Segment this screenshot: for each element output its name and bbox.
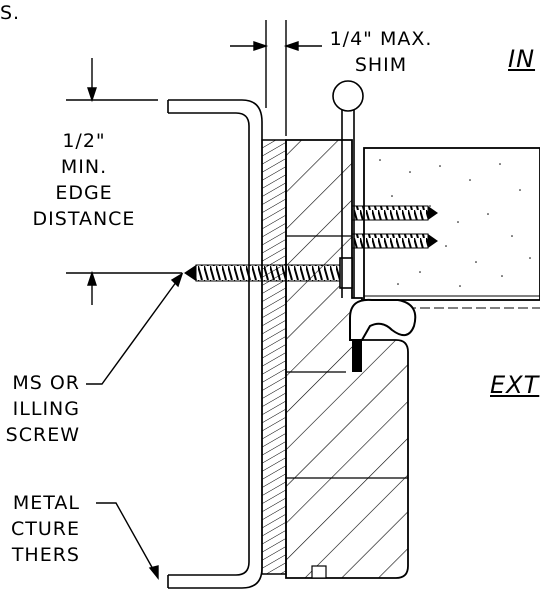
shim-nail — [332, 80, 364, 298]
interior-label: IN — [508, 45, 536, 73]
screw-label-line3: SCREW — [5, 424, 80, 446]
edge-distance-label-line3: EDGE — [55, 182, 113, 204]
window-frame — [285, 139, 409, 579]
edge-distance-label-line1: 1/2" — [62, 130, 106, 152]
shim — [261, 139, 287, 575]
self-drilling-screw — [184, 257, 353, 289]
edge-distance-label-line2: MIN. — [60, 156, 108, 178]
shim-dimension — [230, 20, 322, 136]
edge-distance-dimension — [66, 58, 182, 305]
metal-structure-label-line2: CTURE — [11, 518, 80, 540]
edge-distance-label-line4: DISTANCE — [32, 208, 136, 230]
screw-label-line1: MS OR — [12, 372, 80, 394]
screw-label-line2: ILLING — [12, 398, 80, 420]
insulated-panel — [363, 147, 540, 309]
cut-label: S. — [0, 2, 21, 24]
metal-structure-label-line3: THERS — [11, 544, 80, 566]
glazing-clip — [352, 340, 362, 372]
leader-lines — [86, 272, 184, 580]
metal-structure-channel — [167, 99, 263, 589]
exterior-label: EXT — [490, 371, 540, 399]
panel-screws — [351, 205, 438, 249]
backer-rod-seal — [349, 298, 417, 341]
shim-label-line2: SHIM — [354, 54, 408, 76]
metal-structure-label-line1: METAL — [12, 492, 80, 514]
shim-label-line1: 1/4" MAX. — [329, 28, 433, 50]
